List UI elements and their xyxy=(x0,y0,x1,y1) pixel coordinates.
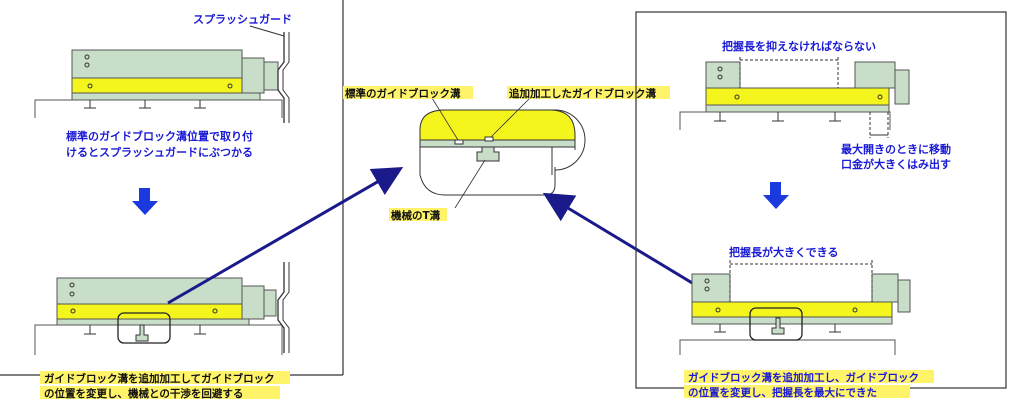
label-right-solution-2: の位置を変更し、把握長を最大にできた xyxy=(688,386,877,399)
label-left-problem-2: けるとスプラッシュガードにぶつかる xyxy=(66,145,253,159)
label-added-groove: 追加加工したガイドブロック溝 xyxy=(509,87,656,100)
right-panel: 把握長を抑えなければならない 最大開きのときに移動 口金が大きくはみ出す 把握長… xyxy=(635,11,1007,399)
center-detail xyxy=(419,97,586,209)
label-left-solution-2: の位置を変更し、機械との干渉を回避する xyxy=(44,387,243,400)
label-left-problem-1: 標準のガイドブロック溝位置で取り付 xyxy=(66,129,253,143)
vise-top-right xyxy=(679,57,910,138)
label-splash-guard: スプラッシュガード xyxy=(193,12,292,26)
label-right-solution-1: ガイドブロック溝を追加加工し、ガイドブロック xyxy=(688,371,919,384)
label-right-problem-1: 最大開きのときに移動 xyxy=(841,142,951,156)
label-grip-limited: 把握長を抑えなければならない xyxy=(722,39,876,53)
left-panel: スプラッシュガード 標準のガイドブロック溝位置で取り付 けるとスプラッシュガード… xyxy=(0,0,344,400)
vise-bottom-right xyxy=(679,260,911,355)
label-left-solution-1: ガイドブロック溝を追加加工してガイドブロック xyxy=(44,372,275,385)
vise-top-left xyxy=(34,25,290,123)
label-right-problem-2: 口金が大きくはみ出す xyxy=(841,157,951,171)
label-machine-t-slot: 機械のT溝 xyxy=(391,209,441,222)
arrow-left-to-detail xyxy=(167,166,404,305)
down-arrow-right xyxy=(763,182,789,209)
vise-bottom-left xyxy=(34,262,290,355)
label-standard-groove: 標準のガイドブロック溝 xyxy=(345,87,461,100)
down-arrow-left xyxy=(132,188,158,215)
label-grip-longer: 把握長が大きくできる xyxy=(729,245,838,259)
